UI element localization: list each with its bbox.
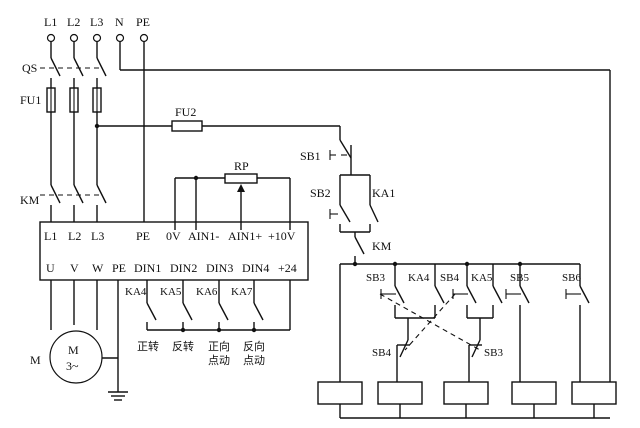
motor-inner-label: M: [68, 343, 79, 357]
inv-bot-din2: DIN2: [170, 261, 197, 275]
inv-top-l3: L3: [91, 229, 104, 243]
fu1-fuses: [46, 87, 102, 113]
func-jog-forward-2: 点动: [208, 354, 230, 367]
label-sb1: SB1: [300, 149, 321, 163]
label-ka4: KA4: [408, 272, 430, 284]
control-bus: [339, 261, 581, 382]
coil-3: [443, 381, 489, 405]
func-jog-reverse-1: 反向: [243, 339, 265, 353]
motor-wiring: [50, 280, 128, 401]
func-jog-reverse-2: 点动: [243, 354, 265, 367]
label-l2: L2: [67, 15, 80, 29]
inv-top-0v: 0V: [166, 229, 181, 243]
inv-bot-din4: DIN4: [242, 261, 269, 275]
terminal-l2: [69, 33, 79, 43]
label-sb2: SB2: [310, 186, 331, 200]
inverter-bottom-terminals: U V W PE DIN1 DIN2 DIN3 DIN4 +24: [46, 261, 297, 275]
motor-phase-label: 3~: [66, 359, 79, 373]
label-pe: PE: [136, 15, 150, 29]
din-contacts: [146, 280, 291, 333]
inv-bot-w: W: [92, 261, 104, 275]
terminal-pe: [139, 33, 149, 43]
coil-2: [377, 381, 423, 405]
motor-circle: [49, 330, 103, 384]
terminal-l3: [92, 33, 102, 43]
label-ka5: KA5: [471, 272, 493, 284]
inv-bot-pe: PE: [112, 261, 126, 275]
interlock-contacts: [379, 293, 482, 382]
label-km-contact: KM: [372, 239, 392, 253]
terminal-l1: [46, 33, 56, 43]
label-l1: L1: [44, 15, 57, 29]
inv-top-ain1-minus: AIN1-: [188, 229, 219, 243]
coil-return: [339, 404, 610, 419]
label-sb5: SB5: [510, 272, 529, 284]
inv-bot-v: V: [70, 261, 79, 275]
relay-coils: [317, 381, 617, 405]
func-jog-forward-1: 正向: [208, 339, 230, 353]
coil-4: [511, 381, 557, 405]
motor-label: M: [30, 353, 41, 367]
label-fu2: FU2: [175, 105, 196, 119]
coil-5: [571, 381, 617, 405]
label-ka5-din: KA5: [160, 286, 182, 298]
label-ka7-din: KA7: [231, 286, 253, 298]
inv-top-l1: L1: [44, 229, 57, 243]
terminal-n: [115, 33, 125, 43]
label-sb6: SB6: [562, 272, 581, 284]
inv-top-ain1-plus: AIN1+: [228, 229, 262, 243]
label-ka1: KA1: [372, 186, 395, 200]
inv-top-10v: +10V: [268, 229, 296, 243]
inverter-box: [39, 221, 309, 281]
label-n: N: [115, 15, 124, 29]
fu2-branch: [97, 120, 341, 140]
control-contacts: [380, 285, 590, 382]
inv-top-l2: L2: [68, 229, 81, 243]
coil-1: [317, 381, 363, 405]
label-km: KM: [20, 193, 40, 207]
sb1-button: [329, 139, 352, 175]
inverter-top-terminals: L1 L2 L3 PE 0V AIN1- AIN1+ +10V: [44, 229, 296, 243]
label-sb4-top: SB4: [440, 272, 459, 284]
label-ka6-din: KA6: [196, 286, 218, 298]
label-sb3-nc: SB3: [484, 347, 503, 359]
inv-bot-din3: DIN3: [206, 261, 233, 275]
func-reverse: 反转: [172, 339, 194, 353]
label-sb4-nc: SB4: [372, 347, 391, 359]
func-forward: 正转: [137, 339, 159, 353]
rp-potentiometer: [174, 173, 291, 230]
sb2-ka1-branch: [329, 174, 379, 264]
km-main-contacts: [40, 184, 107, 222]
inv-bot-u: U: [46, 261, 55, 275]
inv-bot-24: +24: [278, 261, 297, 275]
phase-lines-upper: [50, 42, 98, 58]
label-qs: QS: [22, 61, 37, 75]
inv-bot-din1: DIN1: [134, 261, 161, 275]
label-l3: L3: [90, 15, 103, 29]
label-ka4-din: KA4: [125, 286, 147, 298]
label-fu1: FU1: [20, 93, 41, 107]
phase-lines-middle: [50, 112, 98, 185]
label-rp: RP: [234, 159, 249, 173]
qs-isolator: [40, 57, 107, 88]
inv-top-pe: PE: [136, 229, 150, 243]
neutral-line: [119, 42, 611, 382]
label-sb3: SB3: [366, 272, 385, 284]
